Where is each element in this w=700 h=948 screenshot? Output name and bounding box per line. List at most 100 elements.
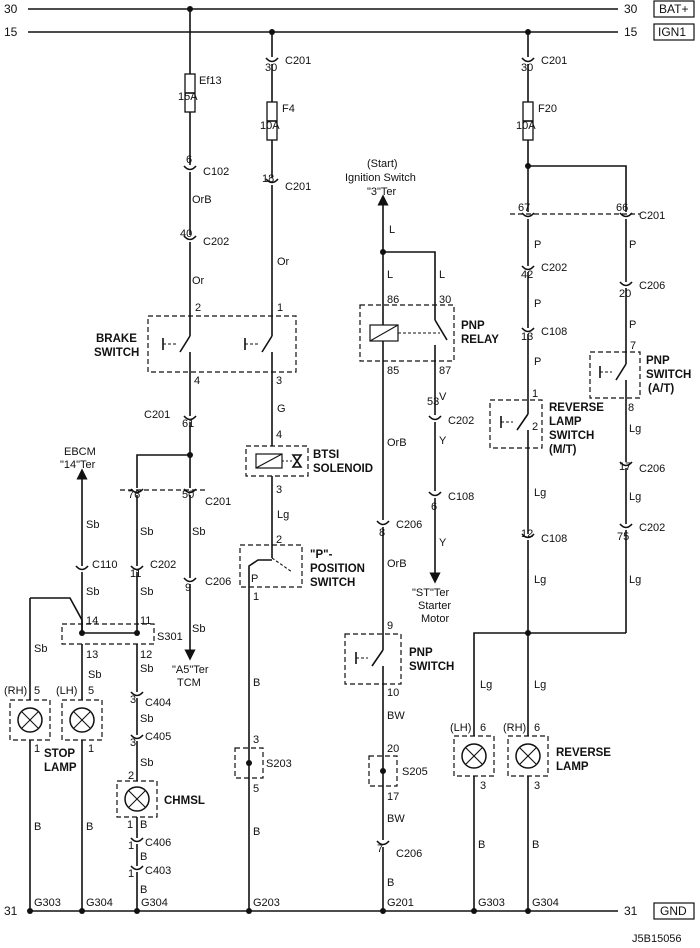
svg-text:RELAY: RELAY	[461, 334, 499, 346]
svg-text:2: 2	[195, 302, 201, 314]
svg-text:30: 30	[624, 2, 638, 16]
svg-text:B: B	[253, 677, 260, 689]
svg-text:STOP: STOP	[44, 748, 75, 760]
svg-text:B: B	[253, 826, 260, 838]
svg-text:BTSI: BTSI	[313, 449, 339, 461]
svg-text:C108: C108	[541, 326, 567, 338]
svg-text:BW: BW	[387, 710, 405, 722]
svg-text:(LH): (LH)	[56, 685, 77, 697]
stop-lamp-rh: (RH) 5 1 B	[4, 685, 51, 911]
ign1-bus: 15 15 IGN1	[4, 23, 695, 41]
svg-text:5: 5	[34, 685, 40, 697]
svg-text:31: 31	[4, 904, 18, 918]
svg-text:B: B	[86, 821, 93, 833]
svg-text:C202: C202	[639, 522, 665, 534]
svg-text:1: 1	[88, 743, 94, 755]
svg-text:76: 76	[128, 489, 140, 501]
svg-text:C201: C201	[144, 409, 170, 421]
ground-points: G303 G304 G304 G203 G201 G303 G304	[27, 897, 559, 914]
svg-text:20: 20	[387, 743, 399, 755]
svg-text:14: 14	[86, 615, 98, 627]
reverse-circuit: 30 C201 F20 10A 67 66 C201 P 42 C202 P 1…	[510, 29, 665, 400]
stop-lamp-lh: (LH) 5 1 B STOP LAMP	[44, 685, 103, 911]
svg-text:85: 85	[387, 365, 399, 377]
svg-text:50: 50	[182, 489, 194, 501]
gnd-bus: 31 31 GND	[4, 902, 695, 920]
svg-text:Sb: Sb	[34, 643, 47, 655]
p-position-switch: 2 P "P"- POSITION SWITCH 1 B 3 5 S203 B	[234, 534, 365, 911]
svg-text:(A/T): (A/T)	[648, 383, 674, 395]
svg-text:OrB: OrB	[192, 194, 212, 206]
svg-text:3: 3	[534, 780, 540, 792]
svg-text:Lg: Lg	[534, 487, 546, 499]
svg-text:Lg: Lg	[534, 679, 546, 691]
reverse-lamp-lh: (LH) 6 3 B	[450, 722, 495, 911]
svg-text:67: 67	[518, 202, 530, 214]
svg-text:7: 7	[377, 843, 383, 855]
svg-text:B: B	[34, 821, 41, 833]
svg-text:Or: Or	[192, 275, 205, 287]
svg-text:12: 12	[521, 528, 533, 540]
svg-text:7: 7	[630, 340, 636, 352]
svg-text:4: 4	[194, 375, 200, 387]
svg-text:C201: C201	[285, 55, 311, 67]
svg-text:B: B	[387, 877, 394, 889]
svg-text:"ST"Ter: "ST"Ter	[412, 587, 449, 599]
svg-text:C406: C406	[145, 837, 171, 849]
svg-text:PNP: PNP	[409, 647, 433, 659]
svg-text:2: 2	[532, 421, 538, 433]
svg-text:C110: C110	[92, 559, 117, 571]
svg-text:30: 30	[521, 62, 533, 74]
reverse-lamp-switch: REVERSE LAMP SWITCH (M/T) 2 Lg 12 C108 L…	[489, 399, 604, 736]
svg-text:3: 3	[480, 780, 486, 792]
svg-text:10: 10	[387, 687, 399, 699]
svg-text:30: 30	[4, 2, 18, 16]
svg-text:4: 4	[276, 429, 282, 441]
svg-text:Sb: Sb	[140, 757, 153, 769]
svg-text:Sb: Sb	[140, 526, 153, 538]
brake-switch: BRAKE SWITCH 4 3	[94, 315, 297, 387]
svg-text:"A5"Ter: "A5"Ter	[172, 664, 209, 676]
svg-text:F4: F4	[282, 103, 295, 115]
svg-text:5: 5	[253, 783, 259, 795]
svg-text:LAMP: LAMP	[549, 416, 582, 428]
svg-text:Sb: Sb	[88, 669, 101, 681]
svg-text:C102: C102	[203, 166, 229, 178]
svg-text:6: 6	[431, 501, 437, 513]
svg-text:C202: C202	[203, 236, 229, 248]
svg-text:20: 20	[619, 288, 631, 300]
svg-text:13: 13	[521, 331, 533, 343]
svg-text:9: 9	[387, 620, 393, 632]
svg-text:"P"-: "P"-	[310, 549, 333, 561]
starter-circuit: V 53 C202 Y 6 C108 Y "ST"Ter Starter Mot…	[412, 361, 474, 625]
svg-text:Sb: Sb	[86, 519, 99, 531]
svg-text:10A: 10A	[260, 120, 280, 132]
svg-text:1: 1	[34, 743, 40, 755]
svg-text:B: B	[140, 851, 147, 863]
svg-text:66: 66	[616, 202, 628, 214]
svg-text:C202: C202	[448, 415, 474, 427]
svg-text:Ef13: Ef13	[199, 75, 222, 87]
svg-text:"14"Ter: "14"Ter	[60, 459, 96, 471]
svg-text:Sb: Sb	[140, 713, 153, 725]
svg-text:L: L	[389, 224, 395, 236]
svg-text:15A: 15A	[178, 91, 198, 103]
svg-text:P: P	[629, 239, 636, 251]
svg-text:C206: C206	[205, 576, 231, 588]
svg-text:1: 1	[253, 591, 259, 603]
svg-text:F20: F20	[538, 103, 557, 115]
pnp-relay-circuit: (Start) Ignition Switch "3"Ter L L L 86 …	[345, 158, 451, 306]
svg-text:31: 31	[624, 904, 638, 918]
svg-text:C201: C201	[285, 181, 311, 193]
svg-text:Motor: Motor	[421, 613, 449, 625]
ign1-label: IGN1	[658, 25, 686, 39]
svg-text:LAMP: LAMP	[556, 761, 589, 773]
svg-text:11: 11	[140, 615, 151, 627]
btsi-circuit: 30 C201 F4 10A 18 C201 Or 1 G 4	[260, 29, 311, 446]
svg-text:6: 6	[480, 722, 486, 734]
svg-text:(M/T): (M/T)	[549, 444, 577, 456]
brake-circuit: Ef13 15A 6 C102 OrB 40 C202 Or 2	[178, 6, 229, 316]
svg-text:LAMP: LAMP	[44, 762, 77, 774]
svg-text:3: 3	[276, 484, 282, 496]
svg-text:P: P	[534, 356, 541, 368]
